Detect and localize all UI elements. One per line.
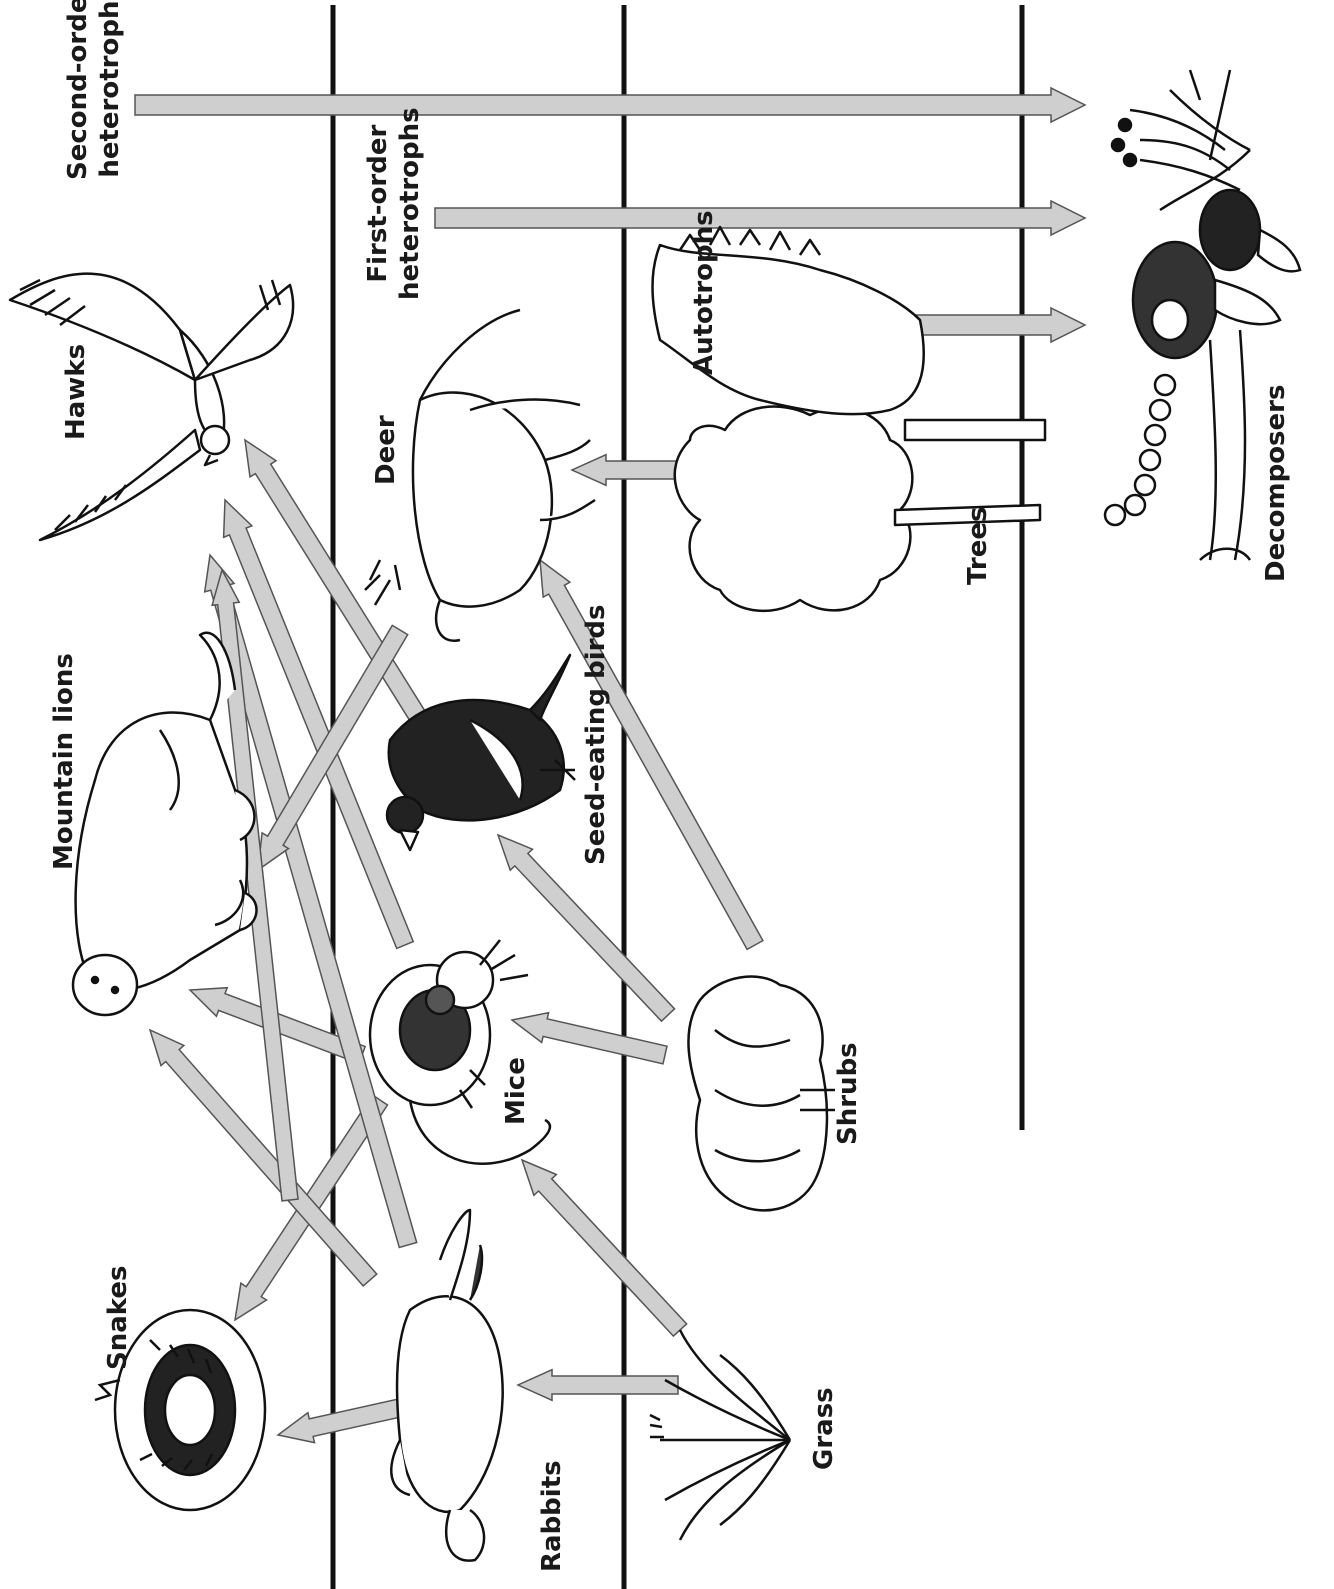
mice-label: Mice	[500, 1057, 532, 1125]
arrow-grass-to-mice	[522, 1160, 687, 1336]
decomposers-label: Decomposers	[1260, 385, 1292, 582]
arrow-shrubs-to-deer	[540, 560, 763, 949]
hawk-illustration	[10, 274, 293, 540]
mountain-lion-illustration	[73, 633, 256, 1015]
trees-label: Trees	[962, 507, 994, 585]
snakes-label: Snakes	[102, 1266, 134, 1370]
arrow-rabbits-to-snakes	[278, 1396, 415, 1442]
hawks-label: Hawks	[60, 344, 92, 440]
second-order-heterotrophs-label: Second-order heterotrophs	[62, 0, 126, 180]
mountain-lions-label: Mountain lions	[48, 653, 80, 870]
arrow-shrubs-to-mice	[512, 1013, 667, 1064]
shrubs-illustration	[688, 977, 835, 1211]
seed-eating-bird-illustration	[387, 655, 575, 850]
grass-label: Grass	[808, 1387, 840, 1470]
rabbit-illustration	[391, 1210, 502, 1561]
arrow-grass-to-rabbits	[518, 1370, 678, 1401]
seed-eating-birds-label: Seed-eating birds	[580, 604, 612, 865]
grass-illustration	[650, 1330, 790, 1540]
arrow-first-order-to-decomposers	[435, 201, 1085, 235]
shrubs-label: Shrubs	[832, 1042, 864, 1145]
mouse-illustration	[370, 940, 550, 1164]
rabbits-label: Rabbits	[536, 1460, 568, 1572]
arrow-second-order-to-decomposers	[135, 88, 1085, 122]
autotrophs-label: Autotrophs	[688, 210, 720, 375]
deer-label: Deer	[370, 415, 402, 485]
first-order-heterotrophs-label: First-order heterotrophs	[362, 107, 426, 300]
